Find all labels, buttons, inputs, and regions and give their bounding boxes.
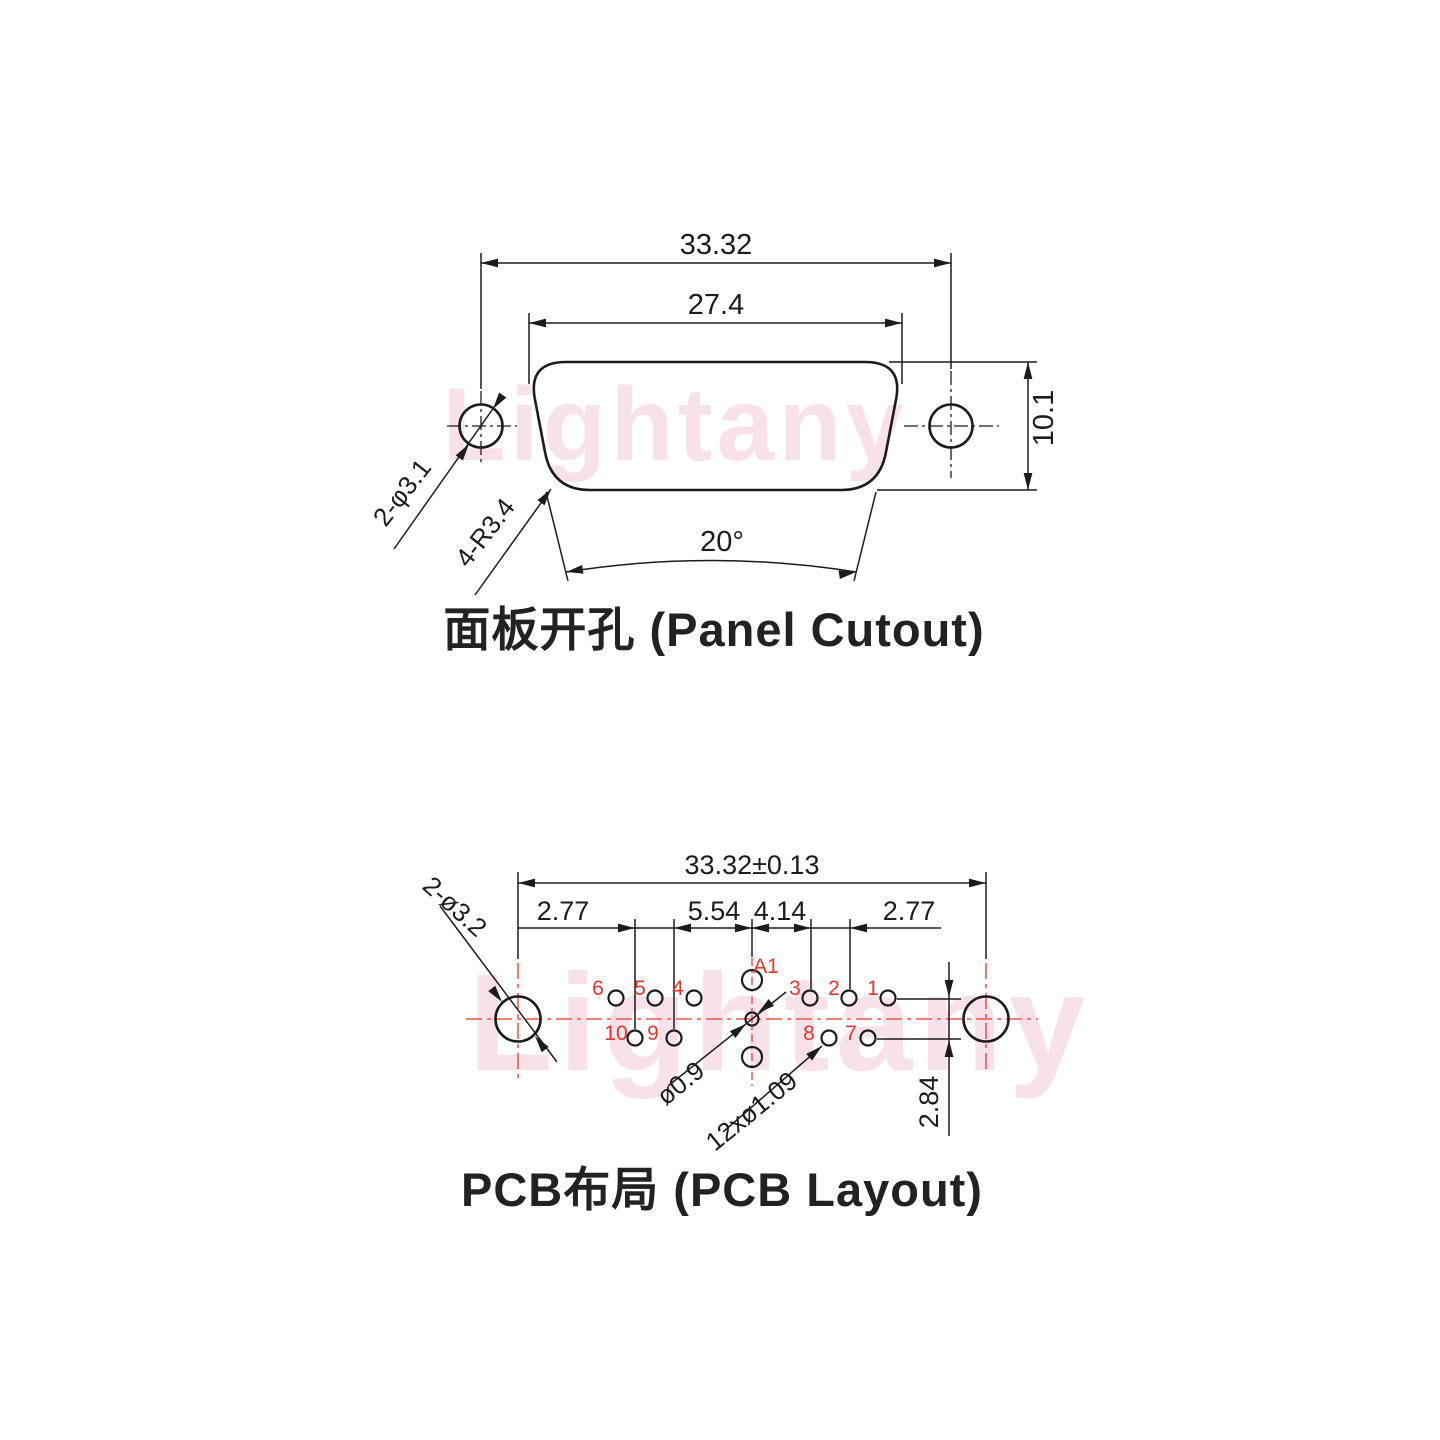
a1-shell-hole-bottom [740,1045,764,1069]
dim-pcb-pitches: 2.77 5.54 4.14 2.77 [518,896,941,1029]
dim-panel-cutout-width: 27.4 [528,289,903,384]
pin-label-4: 4 [672,977,684,1000]
dsub-cutout-outline [532,360,899,492]
pin-hole-8 [820,1029,838,1047]
pin-hole-7 [859,1029,877,1047]
pin-hole-1 [879,989,897,1007]
watermark-bottom: Lightany [469,946,1092,1100]
watermark-top: Lightany [442,367,907,483]
dim-text-10-1: 10.1 [1028,390,1060,446]
pcb-layout-title: PCB布局 (PCB Layout) [461,1163,983,1216]
pin-hole-4 [685,989,703,1007]
a1-shell-hole-top [740,968,764,992]
pin-label-7: 7 [845,1022,857,1045]
pcb-mount-hole-left [494,995,542,1043]
dim-pcb-overall-width: 33.32±0.13 [517,850,987,959]
pin-label-2: 2 [828,977,840,1000]
label-2-phi3-2: 2-ø3.2 [417,870,493,943]
pcb-mount-hole-right [962,995,1010,1043]
label-4-r3-4: 4-R3.4 [449,492,521,572]
panel-cutout-title: 面板开孔 (Panel Cutout) [443,603,984,656]
dim-text-pitch-right: 2.77 [883,896,936,926]
pin-hole-3 [801,989,819,1007]
pin-label-1: 1 [867,977,879,1000]
dim-text-27-4: 27.4 [688,289,744,321]
pin-hole-6 [607,989,625,1007]
dim-text-20deg: 20° [700,526,744,558]
pin-hole-10 [626,1029,644,1047]
a1-center-pin-hole [744,1011,760,1027]
pin-label-9: 9 [647,1022,659,1045]
pin-hole-5 [646,989,664,1007]
dim-panel-height: 10.1 [877,361,1060,491]
dim-pcb-row-spacing: 2.84 [877,962,961,1136]
pin-label-10: 10 [604,1022,627,1045]
dim-panel-overall-width: 33.32 [480,229,952,389]
label-2-phi3-1: 2-φ3.1 [367,453,438,531]
dim-text-2-84: 2.84 [914,1076,944,1129]
dim-text-33-32-tol: 33.32±0.13 [685,850,820,880]
pin-label-6: 6 [592,977,604,1000]
pin-label-8: 8 [803,1022,815,1045]
dim-panel-angle: 20° [545,491,877,582]
pin-label-a1: A1 [753,955,779,978]
dim-text-pitch-mid: 5.54 [688,896,741,926]
pcb-layout-drawing: 33.32±0.13 2.77 5.54 4.14 2.77 [417,850,1038,1216]
leader-panel-corner-radius: 4-R3.4 [449,486,555,596]
pin-hole-2 [840,989,858,1007]
dim-text-pitch-center: 4.14 [754,896,807,926]
dim-text-33-32: 33.32 [680,229,753,261]
dim-text-pitch-left: 2.77 [537,896,590,926]
pin-label-5: 5 [634,977,646,1000]
pin-hole-9 [665,1029,683,1047]
pin-label-3: 3 [789,977,801,1000]
